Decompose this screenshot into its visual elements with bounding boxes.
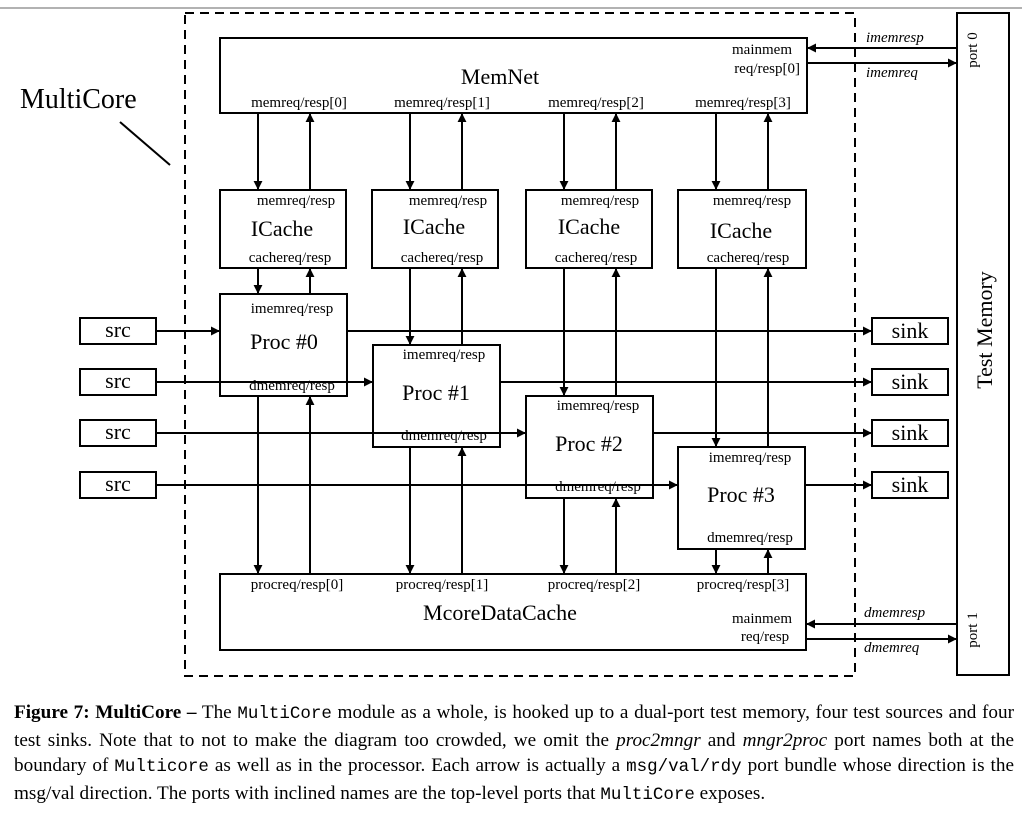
dcache-port-0-label: procreq/resp[0] bbox=[251, 577, 343, 593]
caption-label: Figure 7: MultiCore – bbox=[14, 702, 197, 723]
icache-3: memreq/resp ICache cachereq/resp bbox=[677, 189, 807, 269]
proc-1-title: Proc #1 bbox=[402, 380, 470, 405]
proc-sink-arrows bbox=[347, 326, 872, 490]
proc-3: imemreq/resp Proc #3 dmemreq/resp bbox=[677, 446, 806, 550]
proc-2-bottom-label: dmemreq/resp bbox=[555, 479, 641, 495]
proc-2-title: Proc #2 bbox=[555, 431, 623, 456]
test-memory-port0-label: port 0 bbox=[965, 32, 981, 67]
source-1-label: src bbox=[105, 368, 131, 393]
source-0: src bbox=[79, 317, 157, 345]
multicore-pointer-line bbox=[119, 121, 171, 166]
caption-text-7: exposes. bbox=[694, 782, 766, 804]
sink-2-label: sink bbox=[892, 420, 929, 445]
figure-caption: Figure 7: MultiCore – The MultiCore modu… bbox=[14, 700, 1014, 808]
icache-1-bottom-label: cachereq/resp bbox=[401, 250, 483, 266]
icache-1-title: ICache bbox=[403, 214, 465, 239]
mcoredatacache-box bbox=[219, 573, 807, 651]
sink-1: sink bbox=[871, 368, 949, 396]
source-1: src bbox=[79, 368, 157, 396]
dcache-mainmem-reqresp-label: req/resp bbox=[741, 629, 789, 645]
caption-text-4: port names both at the boundary of bbox=[14, 729, 1015, 777]
icache-2-top-label: memreq/resp bbox=[561, 193, 639, 209]
icache-2-title: ICache bbox=[558, 214, 620, 239]
proc-2: imemreq/resp Proc #2 dmemreq/resp bbox=[525, 395, 654, 499]
icache-3-top-label: memreq/resp bbox=[713, 193, 791, 209]
memnet-port-1-label: memreq/resp[1] bbox=[394, 95, 490, 111]
source-3-label: src bbox=[105, 471, 131, 496]
icache-0-top-label: memreq/resp bbox=[257, 193, 335, 209]
icache-3-bottom-label: cachereq/resp bbox=[707, 250, 789, 266]
imem-port-arrows bbox=[807, 43, 957, 68]
caption-code-2: Multicore bbox=[114, 757, 209, 777]
proc-1: imemreq/resp Proc #1 dmemreq/resp bbox=[372, 344, 501, 448]
multicore-boundary bbox=[184, 12, 856, 677]
memnet-mainmem-reqresp-label: req/resp[0] bbox=[734, 61, 800, 77]
proc-0-top-label: imemreq/resp bbox=[251, 301, 333, 317]
dmemreq-port-label: dmemreq bbox=[864, 640, 920, 656]
caption-code-3: msg/val/rdy bbox=[626, 757, 742, 777]
imemresp-port-label: imemresp bbox=[866, 30, 924, 46]
proc-2-top-label: imemreq/resp bbox=[557, 398, 639, 414]
memnet-title: MemNet bbox=[461, 64, 539, 89]
sink-1-label: sink bbox=[892, 369, 929, 394]
memnet-mainmem-label: mainmem bbox=[732, 42, 792, 58]
source-2: src bbox=[79, 419, 157, 447]
multicore-label: MultiCore bbox=[20, 84, 137, 115]
proc-3-top-label: imemreq/resp bbox=[709, 450, 791, 466]
dcache-port-1-label: procreq/resp[1] bbox=[396, 577, 488, 593]
caption-code-4: MultiCore bbox=[600, 784, 695, 805]
icache-0: memreq/resp ICache cachereq/resp bbox=[219, 189, 347, 269]
multicore-diagram: MultiCore MemNet mainmem req/resp[0] mem… bbox=[0, 7, 1022, 677]
icache-3-title: ICache bbox=[710, 218, 772, 243]
caption-code-1: MultiCore bbox=[237, 704, 332, 724]
test-memory-box bbox=[956, 12, 1010, 676]
source-0-label: src bbox=[105, 317, 131, 342]
caption-em-2: mngr2proc bbox=[742, 729, 828, 751]
dcache-mainmem-label: mainmem bbox=[732, 611, 792, 627]
sink-2: sink bbox=[871, 419, 949, 447]
test-memory-port1-label: port 1 bbox=[965, 612, 981, 647]
sink-0: sink bbox=[871, 317, 949, 345]
sink-3-label: sink bbox=[892, 472, 929, 497]
mcoredatacache-title: McoreDataCache bbox=[423, 600, 577, 625]
dmem-port-arrows bbox=[806, 619, 957, 644]
memnet-port-0-label: memreq/resp[0] bbox=[251, 95, 347, 111]
icache-0-bottom-label: cachereq/resp bbox=[249, 250, 331, 266]
sink-3: sink bbox=[871, 471, 949, 499]
source-proc-arrows bbox=[156, 326, 678, 490]
memnet-icache-arrows bbox=[253, 113, 773, 190]
memnet-port-2-label: memreq/resp[2] bbox=[548, 95, 644, 111]
source-2-label: src bbox=[105, 419, 131, 444]
sink-0-label: sink bbox=[892, 318, 929, 343]
proc-3-bottom-label: dmemreq/resp bbox=[707, 530, 793, 546]
icache-1: memreq/resp ICache cachereq/resp bbox=[371, 189, 499, 269]
caption-text-2: module as a whole, is hooked up to a dua… bbox=[14, 702, 1015, 751]
icache-2-bottom-label: cachereq/resp bbox=[555, 250, 637, 266]
memnet-box bbox=[219, 37, 808, 114]
proc-1-top-label: imemreq/resp bbox=[403, 347, 485, 363]
icache-0-title: ICache bbox=[251, 216, 313, 241]
source-3: src bbox=[79, 471, 157, 499]
caption-text-5: as well as in the processor. Each arrow … bbox=[208, 755, 627, 776]
icache-1-top-label: memreq/resp bbox=[409, 193, 487, 209]
memnet-port-3-label: memreq/resp[3] bbox=[695, 95, 791, 111]
proc-0-bottom-label: dmemreq/resp bbox=[249, 378, 335, 394]
icache-2: memreq/resp ICache cachereq/resp bbox=[525, 189, 653, 269]
proc-1-bottom-label: dmemreq/resp bbox=[401, 428, 487, 444]
dcache-port-3-label: procreq/resp[3] bbox=[697, 577, 789, 593]
proc-3-title: Proc #3 bbox=[707, 482, 775, 507]
proc-0-title: Proc #0 bbox=[250, 329, 318, 354]
caption-text-1: The bbox=[196, 702, 238, 723]
caption-em-1: proc2mngr bbox=[616, 729, 701, 751]
dmemresp-port-label: dmemresp bbox=[864, 605, 926, 621]
caption-text-3: and bbox=[700, 729, 743, 751]
caption-text-6: port bundle whose direction is the msg/v… bbox=[14, 755, 1015, 804]
proc-0: imemreq/resp Proc #0 dmemreq/resp bbox=[219, 293, 348, 397]
dcache-port-2-label: procreq/resp[2] bbox=[548, 577, 640, 593]
imemreq-port-label: imemreq bbox=[866, 65, 918, 81]
test-memory-title: Test Memory bbox=[972, 271, 997, 389]
